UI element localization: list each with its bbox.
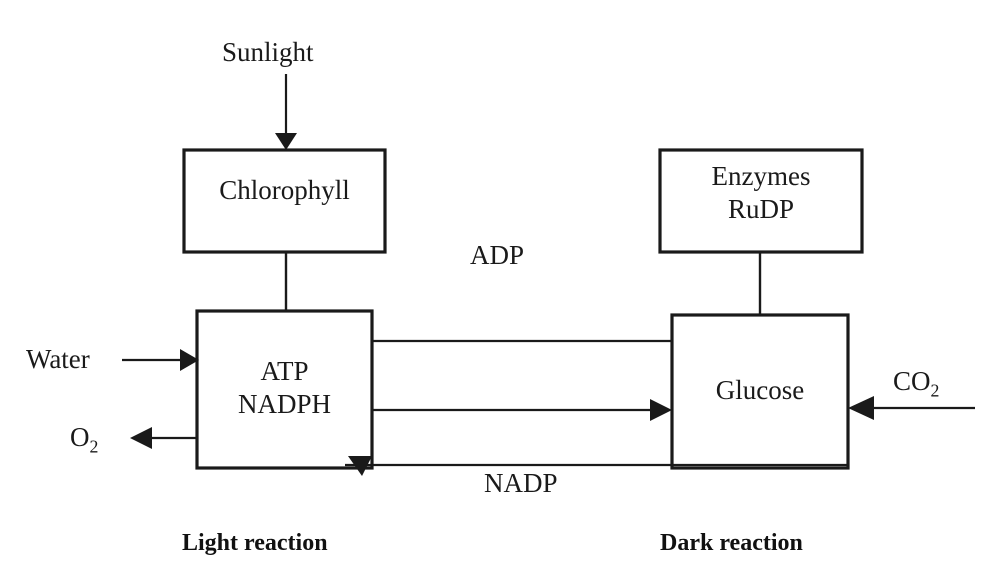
adp-label: ADP	[470, 240, 525, 270]
box-glucose[interactable]	[670, 313, 850, 470]
oxygen-label: O2	[70, 422, 99, 457]
atp-transfer-arrowhead-icon	[650, 399, 672, 421]
section-label-dark-reaction: Dark reaction	[660, 530, 803, 556]
water-label: Water	[26, 344, 90, 374]
nadp-arrowhead-icon	[348, 456, 372, 476]
oxygen-arrowhead-icon	[130, 427, 152, 449]
nadp-label: NADP	[484, 468, 558, 498]
water-arrowhead-icon	[180, 349, 199, 371]
box-enzymes-rudp[interactable]	[658, 148, 864, 254]
oxygen-label-subscript: 2	[89, 436, 99, 457]
section-label-light-reaction: Light reaction	[182, 530, 328, 556]
carbon-dioxide-label-text: CO	[893, 366, 931, 396]
oxygen-label-text: O	[70, 422, 90, 452]
box-atp-nadph[interactable]	[195, 309, 374, 470]
sunlight-arrowhead-icon	[275, 133, 297, 150]
carbon-dioxide-label: CO2	[893, 366, 940, 401]
carbon-dioxide-label-subscript: 2	[930, 380, 940, 401]
carbon-dioxide-arrowhead-icon	[848, 396, 874, 420]
sunlight-label: Sunlight	[222, 37, 314, 67]
box-chlorophyll[interactable]	[182, 148, 387, 254]
